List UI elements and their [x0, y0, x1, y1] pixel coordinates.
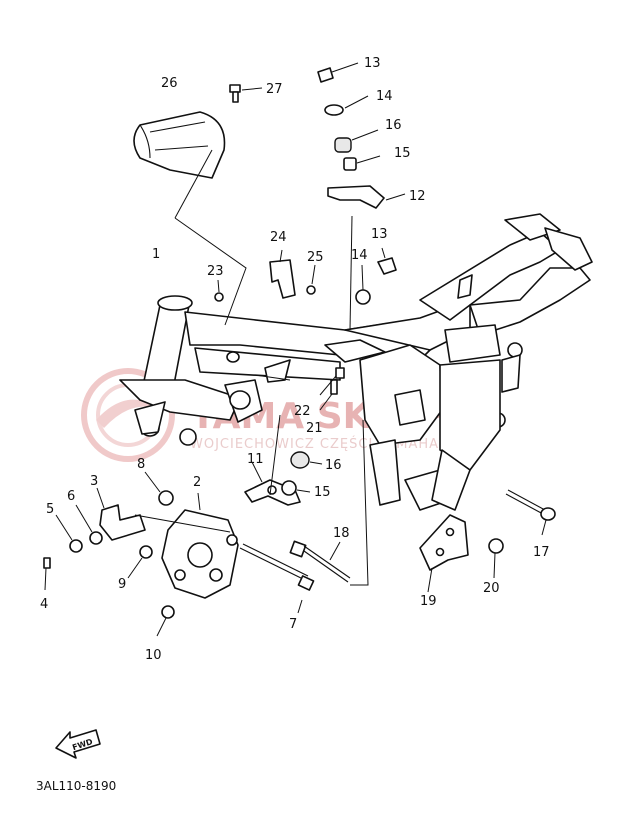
fwd-arrow-icon: [55, 729, 101, 759]
part-23-bolt: [214, 279, 224, 302]
callout-9: 9: [118, 577, 126, 592]
part-27-bolt: [229, 84, 263, 103]
diagram-code: 3AL110-8190: [36, 779, 116, 793]
callout-15: 15: [394, 146, 411, 161]
callout-3: 3: [90, 474, 98, 489]
callout-1: 1: [152, 247, 160, 262]
callout-27: 27: [266, 82, 283, 97]
part-2-engine-bracket: [161, 492, 239, 599]
part-17-bolt: [505, 489, 556, 536]
main-frame: [119, 213, 593, 511]
fwd-arrow: FWD: [55, 729, 101, 759]
callout-11: 11: [247, 452, 264, 467]
callout-14: 14: [376, 89, 393, 104]
callout-12: 12: [409, 189, 426, 204]
assembly-leaders: [134, 149, 369, 586]
callout-21: 21: [306, 421, 323, 436]
callout-23: 23: [207, 264, 224, 279]
part-8-9-10: [127, 471, 175, 637]
part-7-long-bolt: [239, 543, 315, 614]
callout-4: 4: [40, 597, 48, 612]
part-18-long-bolt: [289, 540, 351, 583]
part-24-clamp: [269, 249, 316, 299]
callout-26: 26: [161, 76, 178, 91]
part-20-nut: [488, 538, 504, 579]
part-26-duct: [133, 111, 226, 179]
part-3-bracket: [96, 487, 146, 541]
callout-13: 13: [364, 56, 381, 71]
callout-8: 8: [137, 457, 145, 472]
callout-18: 18: [333, 526, 350, 541]
watermark-logo-outer: [81, 368, 175, 462]
callout-20: 20: [483, 581, 500, 596]
callout-2: 2: [193, 475, 201, 490]
watermark-logo-swoosh: [96, 399, 160, 428]
callout-7: 7: [289, 617, 297, 632]
callout-6: 6: [67, 489, 75, 504]
callout-13b: 13: [371, 227, 388, 242]
callout-10: 10: [145, 648, 162, 663]
part-21-22: [319, 367, 345, 411]
callout-15b: 15: [314, 485, 331, 500]
callout-16b: 16: [325, 458, 342, 473]
callout-5: 5: [46, 502, 54, 517]
callout-22: 22: [294, 404, 311, 419]
callout-25: 25: [307, 250, 324, 265]
callout-labels: 1 2 3 4 5 6 7 8 9 10 11 12 13 14 15 16 1…: [40, 56, 550, 663]
callout-24: 24: [270, 230, 287, 245]
part-15-16-lower: [281, 451, 323, 496]
part-13-14-right: [355, 247, 397, 305]
top-hardware-stack: [317, 62, 406, 209]
callout-19: 19: [420, 594, 437, 609]
callout-17: 17: [533, 545, 550, 560]
callout-16: 16: [385, 118, 402, 133]
part-19-bracket: [419, 514, 469, 593]
callout-14b: 14: [351, 248, 368, 263]
part-4-5-6: [43, 504, 103, 591]
